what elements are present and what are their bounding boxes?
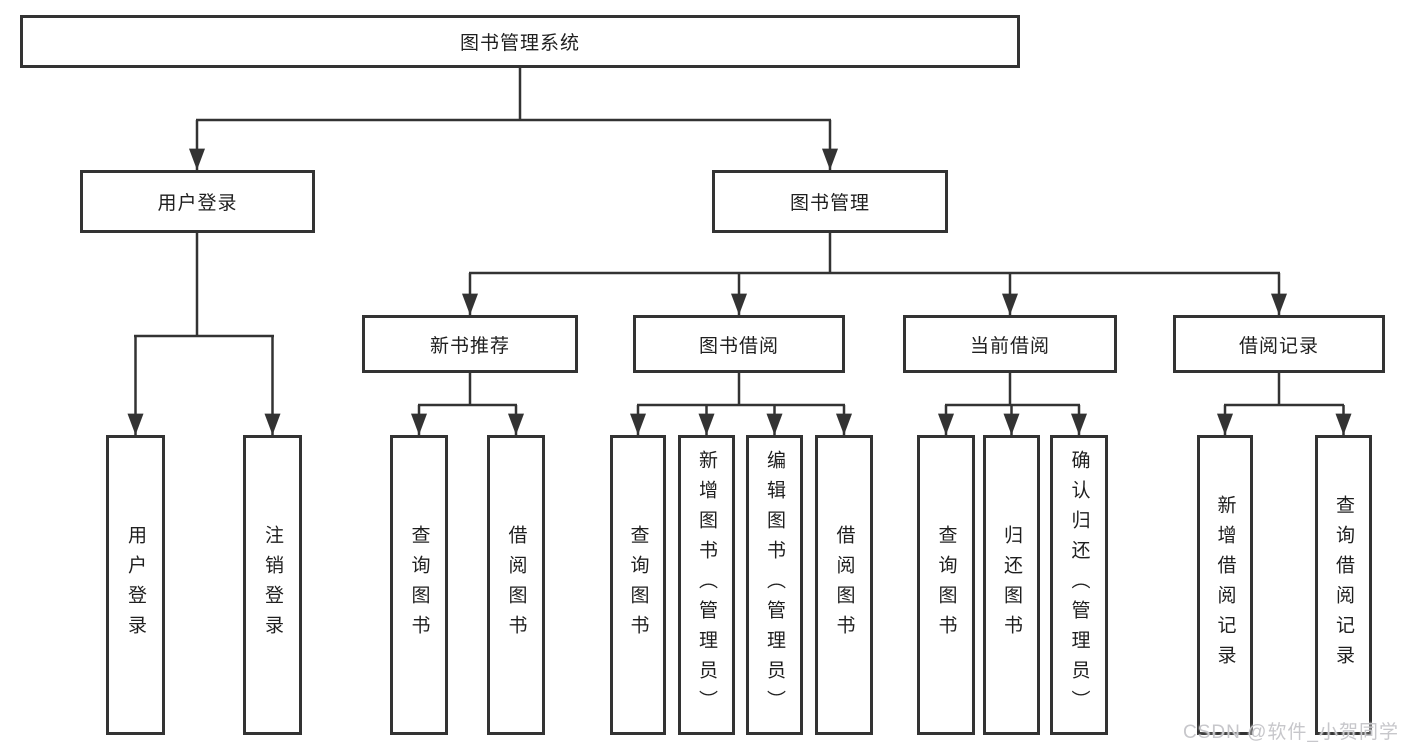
leaf-borrow-books: 借阅图书 [815,435,873,735]
leaf-add-borrow-record: 新增借阅记录 [1197,435,1253,735]
node-label: 查询图书 [408,525,430,645]
leaf-borrow-books-recommend: 借阅图书 [487,435,545,735]
leaf-query-books-recommend: 查询图书 [390,435,448,735]
node-label: 图书管理 [789,193,870,214]
node-label: 查询图书 [935,525,957,645]
node-book-borrow: 图书借阅 [633,315,845,373]
leaf-user-login: 用户登录 [106,435,165,735]
leaf-logout: 注销登录 [243,435,302,735]
leaf-query-books-borrow: 查询图书 [610,435,666,735]
node-label: 新增借阅记录 [1214,495,1236,675]
node-book-management: 图书管理 [712,170,948,233]
leaf-query-borrow-record: 查询借阅记录 [1315,435,1372,735]
csdn-watermark: CSDN @软件_小贺同学 [1183,722,1399,743]
node-label: 当前借阅 [969,335,1050,357]
node-label: 借阅记录 [1238,335,1319,357]
node-label: 新增图书（管理员） [696,450,717,720]
node-label: 确认归还（管理员） [1068,450,1090,720]
node-new-book-recommend: 新书推荐 [362,315,578,373]
node-label: 注销登录 [262,525,283,645]
node-label: 借阅图书 [505,525,527,645]
leaf-add-book-admin: 新增图书（管理员） [678,435,735,735]
node-label: 用户登录 [125,525,146,645]
node-label: 查询借阅记录 [1333,495,1354,675]
connector-skeleton [134,68,1344,407]
node-system-root: 图书管理系统 [20,15,1020,68]
leaf-query-books-current: 查询图书 [917,435,975,735]
leaf-confirm-return-admin: 确认归还（管理员） [1050,435,1108,735]
node-label: 借阅图书 [833,525,855,645]
node-label: 编辑图书（管理员） [764,450,785,720]
node-borrow-records: 借阅记录 [1173,315,1385,373]
node-label: 查询图书 [627,525,649,645]
connector-arrows [127,120,1352,435]
node-user-login: 用户登录 [80,170,315,233]
node-label: 用户登录 [157,193,238,214]
leaf-edit-book-admin: 编辑图书（管理员） [746,435,803,735]
node-label: 图书管理系统 [459,33,580,54]
node-label: 新书推荐 [429,335,510,357]
node-current-borrow: 当前借阅 [903,315,1117,373]
node-label: 归还图书 [1001,525,1022,645]
leaf-return-book: 归还图书 [983,435,1040,735]
node-label: 图书借阅 [698,335,779,357]
